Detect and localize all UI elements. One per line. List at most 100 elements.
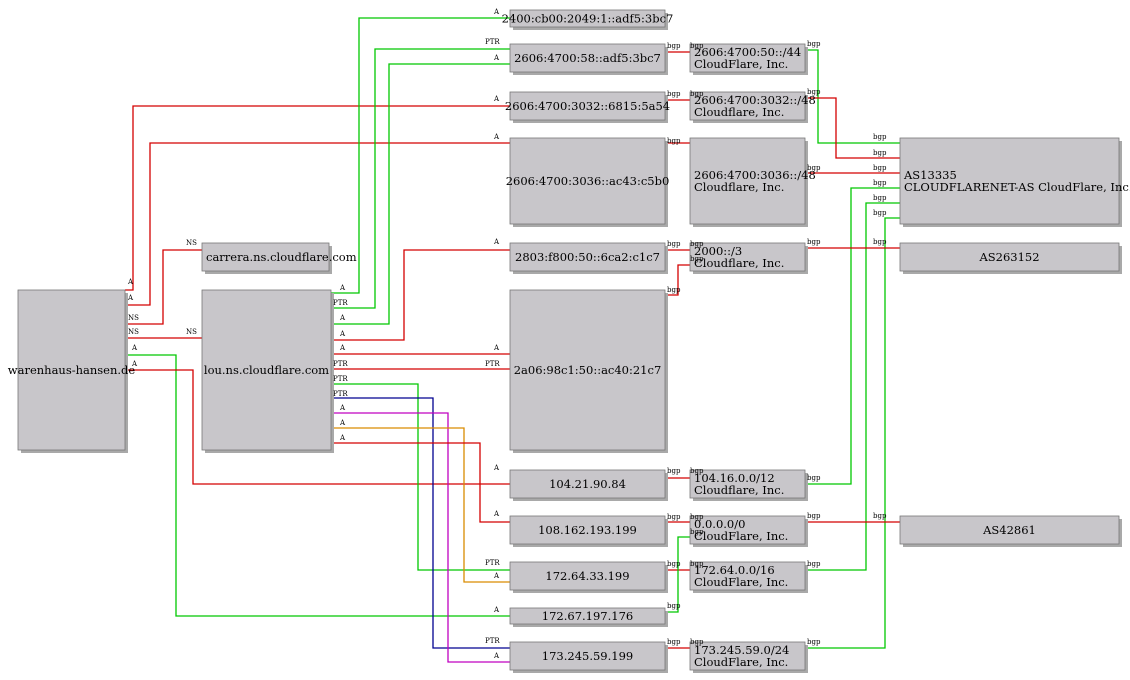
node-ns_lou[interactable]: lou.ns.cloudflare.com xyxy=(201,289,334,453)
node-box xyxy=(509,561,666,591)
edge-line xyxy=(805,202,900,571)
edge-ns_lou-to-ip4_172_64 xyxy=(331,427,510,583)
edge-label-source: A xyxy=(131,360,138,368)
node-label: Cloudflare, Inc. xyxy=(694,483,784,497)
edge-label-target: bgp xyxy=(690,528,704,536)
node-ip6_2400[interactable]: 2400:cb00:2049:1::adf5:3bc7 xyxy=(502,9,674,30)
edge-label-source: NS xyxy=(128,328,139,336)
node-ip6_2606_3032[interactable]: 2606:4700:3032::6815:5a54 xyxy=(505,91,670,123)
edge-label-target: bgp xyxy=(690,513,704,521)
node-box xyxy=(201,289,332,451)
node-label: AS42861 xyxy=(982,523,1036,537)
node-label: AS13335 xyxy=(903,168,957,182)
edge-ns_lou-to-ip6_2803 xyxy=(331,249,510,341)
node-box xyxy=(689,469,806,499)
node-box xyxy=(689,43,806,73)
edge-label-source: bgp xyxy=(667,286,681,294)
edge-label-target: A xyxy=(493,238,500,246)
edge-label-source: bgp xyxy=(667,137,681,145)
node-box xyxy=(509,43,666,73)
edge-label-source: bgp xyxy=(667,602,681,610)
edge-label-source: PTR xyxy=(333,390,348,398)
edge-line xyxy=(331,63,510,325)
node-label: 2606:4700:3036::ac43:c5b0 xyxy=(506,174,670,188)
edge-label-target: bgp xyxy=(873,238,887,246)
node-box xyxy=(201,242,330,272)
edge-label-target: bgp xyxy=(690,90,704,98)
node-ip6_2a06[interactable]: 2a06:98c1:50::ac40:21c7 xyxy=(509,289,668,453)
edge-label-target: NS xyxy=(186,328,197,336)
edge-label-source: PTR xyxy=(333,375,348,383)
edge-label-source: bgp xyxy=(807,164,821,172)
node-as42861[interactable]: AS42861 xyxy=(899,515,1122,547)
edge-label-source: A xyxy=(339,344,346,352)
edge-label-source: bgp xyxy=(667,560,681,568)
node-domain[interactable]: warenhaus-hansen.de xyxy=(8,289,136,453)
node-box xyxy=(689,91,806,121)
edge-label-source: bgp xyxy=(667,467,681,475)
edge-label-target: A xyxy=(493,54,500,62)
node-label: 173.245.59.0/24 xyxy=(694,643,789,657)
edge-label-target: bgp xyxy=(873,512,887,520)
node-label: 172.64.33.199 xyxy=(545,569,629,583)
node-as263152[interactable]: AS263152 xyxy=(899,242,1122,274)
edge-label-target: bgp xyxy=(690,560,704,568)
edge-label-target: A xyxy=(493,133,500,141)
node-label: 2606:4700:3032::6815:5a54 xyxy=(505,99,670,113)
edge-line xyxy=(125,369,510,485)
edge-label-source: bgp xyxy=(807,40,821,48)
node-ip6_2606_58[interactable]: 2606:4700:58::adf5:3bc7 xyxy=(509,43,668,75)
node-ip4_172_64[interactable]: 172.64.33.199 xyxy=(509,561,668,593)
edge-label-source: bgp xyxy=(667,638,681,646)
node-label: warenhaus-hansen.de xyxy=(8,363,136,377)
node-label: lou.ns.cloudflare.com xyxy=(204,363,329,377)
node-ip4_173[interactable]: 173.245.59.199 xyxy=(509,641,668,673)
node-box xyxy=(899,242,1120,272)
node-label: 2606:4700:50::/44 xyxy=(694,45,801,59)
edge-label-target: bgp xyxy=(873,179,887,187)
edge-label-target: bgp xyxy=(873,194,887,202)
edge-line xyxy=(125,249,202,325)
edge-label-target: bgp xyxy=(690,638,704,646)
node-ip6_2606_3036[interactable]: 2606:4700:3036::ac43:c5b0 xyxy=(506,137,670,227)
edge-ns_lou-to-ip4_173 xyxy=(331,412,510,663)
node-box xyxy=(689,515,806,545)
node-box xyxy=(689,561,806,591)
edge-line xyxy=(805,187,900,485)
edge-pfx_2606_3032-to-as13335 xyxy=(805,97,900,159)
edge-ns_lou-to-ip4_173 xyxy=(331,397,510,649)
node-ns_carrera[interactable]: carrera.ns.cloudflare.com xyxy=(201,242,357,274)
edge-label-source: A xyxy=(339,284,346,292)
edge-label-source: bgp xyxy=(667,42,681,50)
node-ip4_104[interactable]: 104.21.90.84 xyxy=(509,469,668,501)
edge-ns_lou-to-ip6_2400 xyxy=(331,17,510,294)
edge-label-target: A xyxy=(493,572,500,580)
node-ip4_172_67[interactable]: 172.67.197.176 xyxy=(509,607,668,627)
edge-label-target: bgp xyxy=(873,133,887,141)
node-box xyxy=(509,607,666,625)
node-box xyxy=(509,9,666,28)
node-label: CloudFlare, Inc. xyxy=(694,529,788,543)
edge-label-target: bgp xyxy=(873,209,887,217)
node-ip6_2803[interactable]: 2803:f800:50::6ca2:c1c7 xyxy=(509,242,668,274)
node-box xyxy=(509,641,666,671)
node-box xyxy=(509,515,666,545)
node-label: Cloudflare, Inc. xyxy=(694,105,784,119)
edge-ip4_172_67-to-pfx_0000 xyxy=(665,536,690,613)
edge-domain-to-ip4_172_67 xyxy=(125,354,510,617)
node-ip4_108[interactable]: 108.162.193.199 xyxy=(509,515,668,547)
node-label: carrera.ns.cloudflare.com xyxy=(206,250,357,264)
node-label: 2000::/3 xyxy=(694,244,742,258)
edge-label-source: bgp xyxy=(667,513,681,521)
node-label: Cloudflare, Inc. xyxy=(694,256,784,270)
node-box xyxy=(509,91,666,121)
